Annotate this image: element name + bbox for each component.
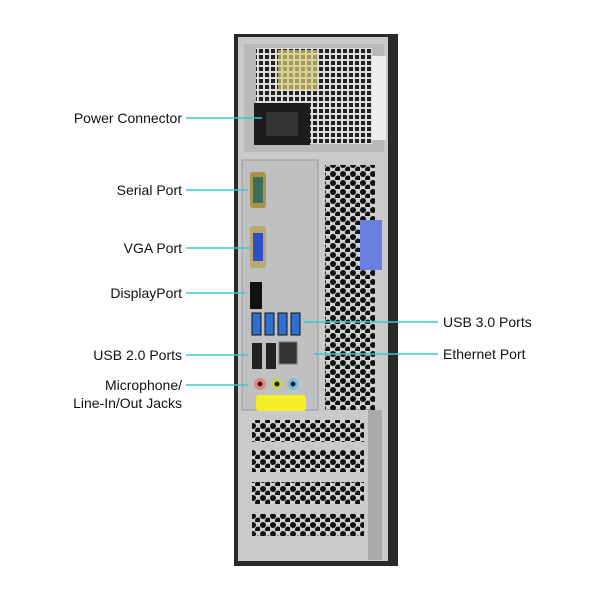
label-usb2-ports: USB 2.0 Ports xyxy=(93,347,182,363)
leader-lines xyxy=(186,117,438,386)
label-audio-line1: Microphone/ xyxy=(104,377,182,393)
label-ethernet-port: Ethernet Port xyxy=(443,346,526,362)
expansion-slots xyxy=(252,410,382,560)
blue-latch xyxy=(360,220,382,270)
label-displayport: DisplayPort xyxy=(110,285,182,301)
audio-jacks xyxy=(254,378,299,390)
barcode-sticker xyxy=(372,56,386,140)
usb3-ports xyxy=(251,312,301,336)
label-usb3-ports: USB 3.0 Ports xyxy=(443,314,532,330)
side-vent xyxy=(325,165,375,410)
label-power-connector: Power Connector xyxy=(73,110,182,126)
ethernet-port xyxy=(278,341,298,365)
label-serial-port: Serial Port xyxy=(116,182,182,198)
power-supply xyxy=(244,44,386,152)
label-audio-line2: Line-In/Out Jacks xyxy=(73,395,182,411)
displayport xyxy=(250,282,262,309)
usb2-ports xyxy=(252,343,276,369)
yellow-sticker xyxy=(256,395,306,411)
io-plate xyxy=(241,159,319,411)
label-vga-port: VGA Port xyxy=(123,240,182,256)
